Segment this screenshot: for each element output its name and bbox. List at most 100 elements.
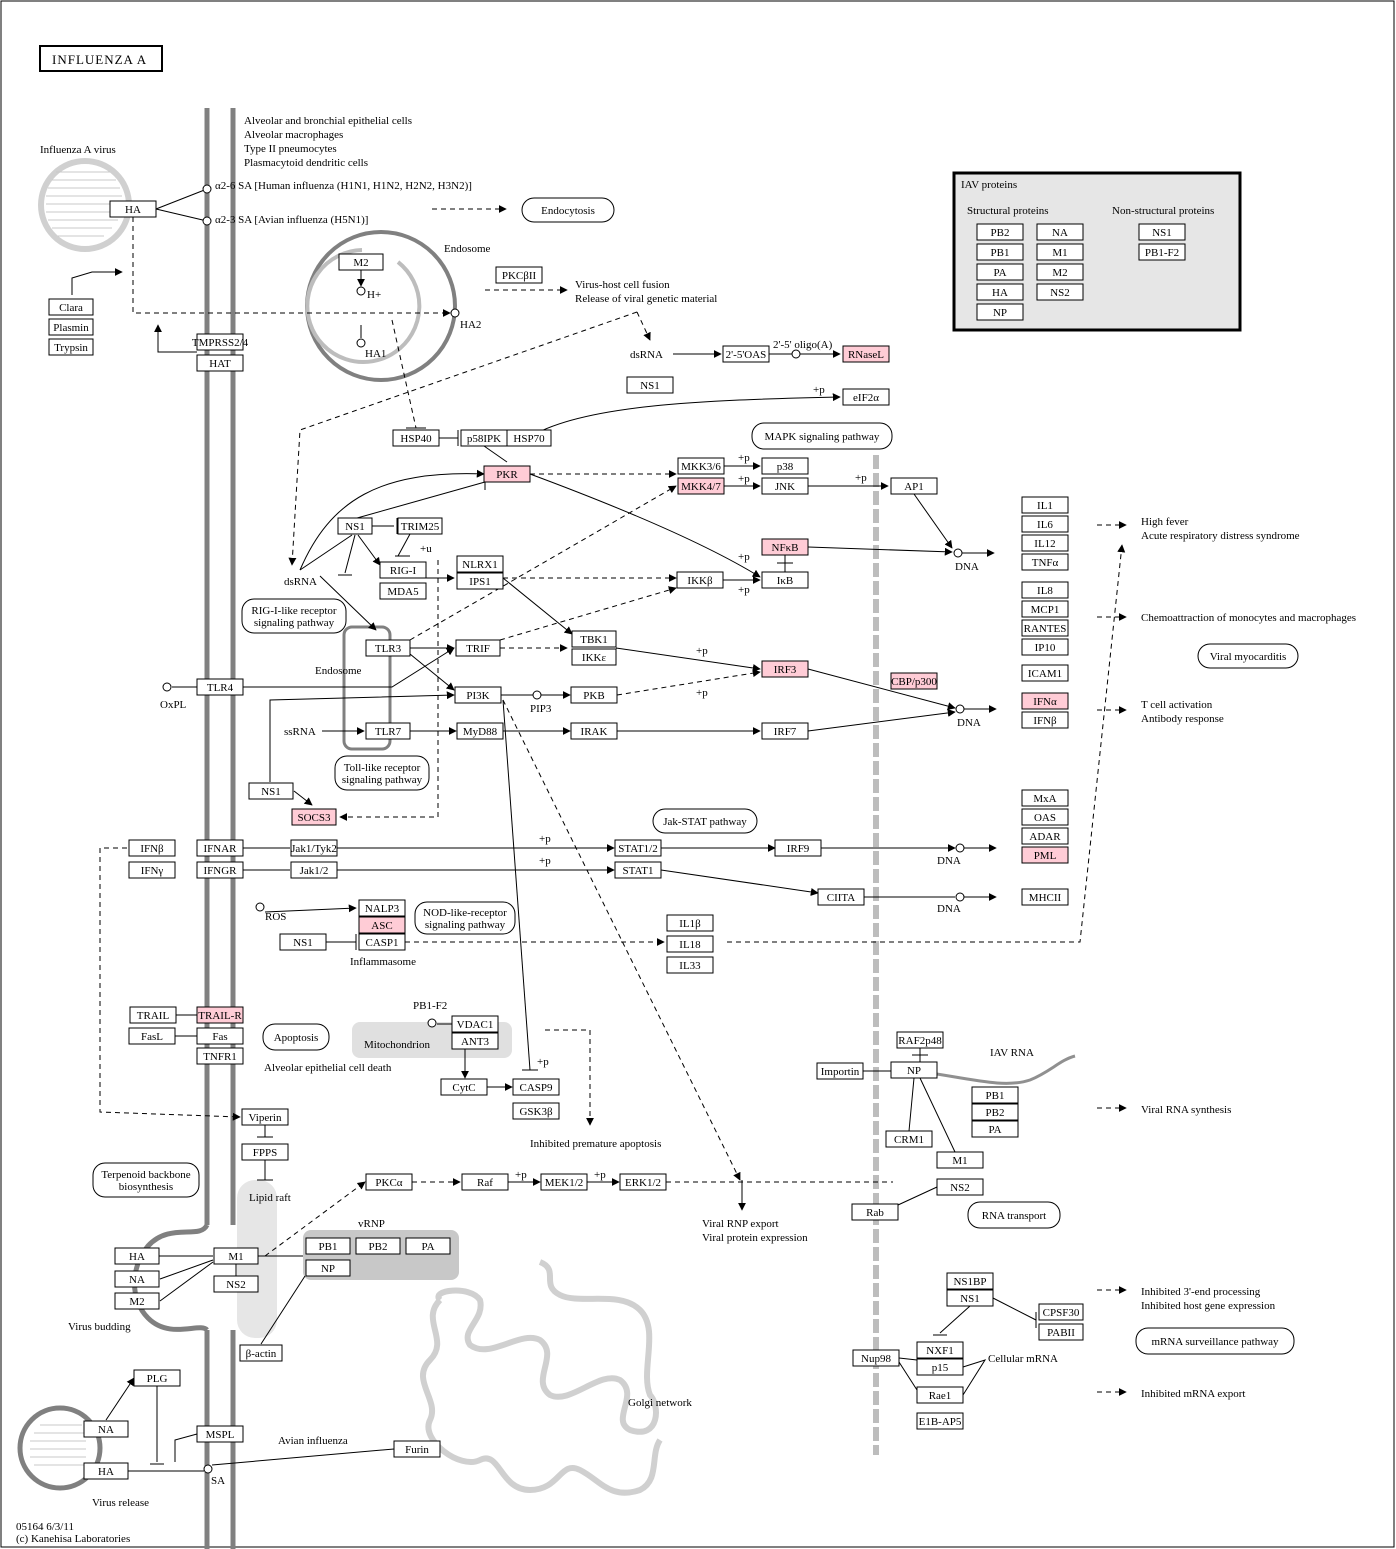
- gene-box-plasmin[interactable]: Plasmin: [48, 318, 94, 336]
- gene-box-ifnar[interactable]: IFNAR: [196, 839, 244, 857]
- gene-box-ns1c[interactable]: NS1: [279, 933, 327, 951]
- gene-box-mkk36[interactable]: MKK3/6: [677, 457, 725, 475]
- gene-box-pabii[interactable]: PABII: [1038, 1323, 1084, 1341]
- gene-box-nup98[interactable]: Nup98: [852, 1349, 900, 1367]
- gene-box-furin[interactable]: Furin: [393, 1440, 441, 1458]
- gene-box-ns2n[interactable]: NS2: [936, 1178, 984, 1196]
- gene-box-p58ipk[interactable]: p58IPK: [460, 429, 508, 447]
- gene-box-trypsin[interactable]: Trypsin: [48, 338, 94, 356]
- gene-box-tmprss2[interactable]: TMPRSS2/4: [192, 333, 249, 351]
- gene-box-fasl[interactable]: FasL: [128, 1027, 176, 1045]
- gene-box-raf2p48[interactable]: RAF2p48: [896, 1031, 944, 1049]
- gene-box-eif2a[interactable]: eIF2α: [842, 388, 890, 406]
- gene-box-rnasel[interactable]: RNaseL: [842, 345, 890, 363]
- gene-box-mhcii[interactable]: MHCII: [1021, 888, 1069, 906]
- gene-box-jaktyk[interactable]: Jak1/Tyk2: [290, 839, 338, 857]
- gene-box-jak12[interactable]: Jak1/2: [290, 861, 338, 879]
- gene-box-m1b[interactable]: M1: [213, 1247, 259, 1265]
- gene-box-p38[interactable]: p38: [761, 457, 809, 475]
- gene-box-nxf1[interactable]: NXF1: [916, 1341, 964, 1359]
- gene-box-nalp3[interactable]: NALP3: [358, 899, 406, 917]
- gene-box-oas[interactable]: OAS: [1021, 808, 1069, 826]
- gene-box-cpsf30[interactable]: CPSF30: [1038, 1303, 1084, 1321]
- gene-box-pkcbii[interactable]: PKCβII: [495, 266, 543, 284]
- gene-box-trim25[interactable]: TRIM25: [397, 517, 443, 535]
- gene-box-casp1[interactable]: CASP1: [358, 933, 406, 951]
- gene-box-il8[interactable]: IL8: [1021, 581, 1069, 599]
- gene-box-ips1[interactable]: IPS1: [456, 572, 504, 590]
- gene-box-hsp40[interactable]: HSP40: [392, 429, 440, 447]
- gene-box-mkk47[interactable]: MKK4/7: [677, 477, 725, 495]
- gene-box-ikke[interactable]: IKKε: [571, 648, 617, 666]
- gene-box-pb1v[interactable]: PB1: [305, 1237, 351, 1255]
- gene-box-viperin[interactable]: Viperin: [241, 1108, 289, 1126]
- gene-box-ha[interactable]: HA: [109, 200, 157, 218]
- gene-box-il33[interactable]: IL33: [666, 956, 714, 974]
- gene-box-dsrna_ns1[interactable]: NS1: [626, 376, 674, 394]
- gene-box-il1b[interactable]: IL1β: [666, 914, 714, 932]
- gene-box-ikkb[interactable]: IKKβ: [676, 571, 724, 589]
- gene-box-mspl[interactable]: MSPL: [196, 1425, 244, 1443]
- gene-box-pkb[interactable]: PKB: [570, 686, 618, 704]
- pathway-link-11[interactable]: mRNA surveillance pathway: [1135, 1327, 1295, 1355]
- gene-box-m1n[interactable]: M1: [936, 1151, 984, 1169]
- gene-box-fas[interactable]: Fas: [196, 1027, 244, 1045]
- gene-box-tbk1[interactable]: TBK1: [571, 630, 617, 648]
- gene-box-ns2b[interactable]: NS2: [213, 1275, 259, 1293]
- gene-box-il12[interactable]: IL12: [1021, 534, 1069, 552]
- gene-box-stat12[interactable]: STAT1/2: [614, 839, 662, 857]
- gene-box-bactin[interactable]: β-actin: [239, 1344, 283, 1362]
- gene-box-ikb[interactable]: IκB: [761, 571, 809, 589]
- gene-box-rab[interactable]: Rab: [851, 1203, 899, 1221]
- gene-box-tnfr1[interactable]: TNFR1: [196, 1047, 244, 1065]
- pathway-link-1[interactable]: MAPK signaling pathway: [751, 422, 893, 450]
- gene-box-vdac1[interactable]: VDAC1: [451, 1015, 499, 1033]
- gene-box-mda5[interactable]: MDA5: [379, 582, 427, 600]
- gene-box-gsk3b[interactable]: GSK3β: [512, 1102, 560, 1120]
- gene-box-ifna[interactable]: IFNα: [1021, 692, 1069, 710]
- gene-box-hsp70[interactable]: HSP70: [506, 429, 552, 447]
- gene-box-fpps[interactable]: FPPS: [241, 1143, 289, 1161]
- gene-box-mxa[interactable]: MxA: [1021, 789, 1069, 807]
- gene-box-pav[interactable]: PA: [405, 1237, 451, 1255]
- gene-box-ns1bp[interactable]: NS1BP: [946, 1272, 994, 1290]
- gene-box-myd88[interactable]: MyD88: [456, 722, 504, 740]
- gene-box-casp9[interactable]: CASP9: [512, 1078, 560, 1096]
- gene-box-il1[interactable]: IL1: [1021, 496, 1069, 514]
- gene-box-ifng[interactable]: IFNγ: [128, 861, 176, 879]
- pathway-link-9[interactable]: Viral myocarditis: [1197, 643, 1299, 669]
- pathway-link-0[interactable]: Endocytosis: [521, 197, 615, 223]
- gene-box-har[interactable]: HA: [83, 1462, 129, 1480]
- gene-box-nab[interactable]: NA: [114, 1270, 160, 1288]
- gene-box-pb2v[interactable]: PB2: [355, 1237, 401, 1255]
- gene-box-tlr4[interactable]: TLR4: [196, 678, 244, 696]
- gene-box-irf3[interactable]: IRF3: [761, 660, 809, 678]
- gene-box-ifnb[interactable]: IFNβ: [128, 839, 176, 857]
- gene-box-ap1[interactable]: AP1: [890, 477, 938, 495]
- gene-box-irf7[interactable]: IRF7: [761, 722, 809, 740]
- gene-box-ns1n[interactable]: NS1: [946, 1289, 994, 1307]
- gene-box-pkr[interactable]: PKR: [483, 465, 531, 483]
- gene-box-tlr7[interactable]: TLR7: [365, 722, 411, 740]
- gene-box-nar[interactable]: NA: [83, 1420, 129, 1438]
- gene-box-p15[interactable]: p15: [916, 1358, 964, 1376]
- gene-box-mcp1[interactable]: MCP1: [1021, 600, 1069, 618]
- gene-box-pml[interactable]: PML: [1021, 846, 1069, 864]
- gene-box-mek12[interactable]: MEK1/2: [540, 1173, 588, 1191]
- gene-box-pb2n[interactable]: PB2: [971, 1103, 1019, 1121]
- gene-box-m2b[interactable]: M2: [114, 1292, 160, 1310]
- gene-box-rigi[interactable]: RIG-I: [379, 561, 427, 579]
- gene-box-tnfa[interactable]: TNFα: [1021, 553, 1069, 571]
- gene-box-hab[interactable]: HA: [114, 1247, 160, 1265]
- gene-box-importin[interactable]: Importin: [816, 1062, 864, 1080]
- gene-box-tlr3[interactable]: TLR3: [365, 639, 411, 657]
- gene-box-rantes[interactable]: RANTES: [1021, 619, 1069, 637]
- gene-box-stat1[interactable]: STAT1: [614, 861, 662, 879]
- gene-box-ciita[interactable]: CIITA: [817, 888, 865, 906]
- gene-box-raf[interactable]: Raf: [461, 1173, 509, 1191]
- gene-box-cytc[interactable]: CytC: [440, 1078, 488, 1096]
